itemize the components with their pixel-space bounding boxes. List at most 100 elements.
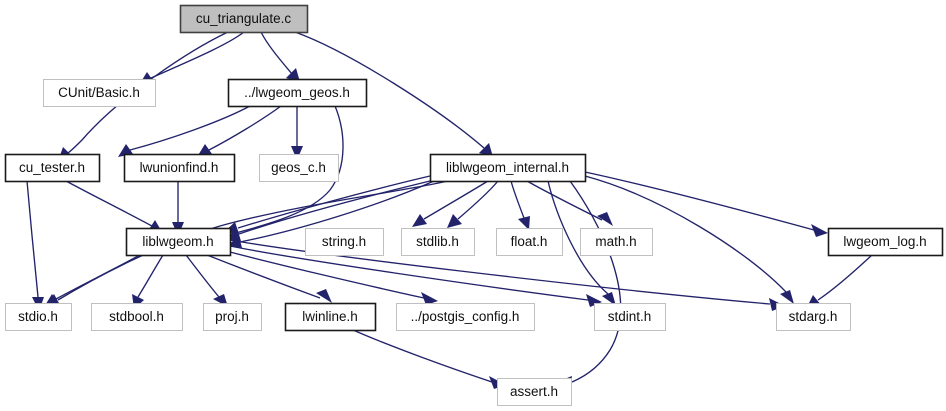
arrowhead-icon xyxy=(811,224,828,237)
node-label: ../lwgeom_geos.h xyxy=(244,85,350,100)
node-label: geos_c.h xyxy=(271,160,326,175)
node-box[interactable] xyxy=(203,303,262,331)
edge-liblwgeom_internal-to-stdarg_h xyxy=(584,175,794,304)
node-box[interactable] xyxy=(580,228,653,256)
arrowhead-icon xyxy=(518,216,530,230)
node-box[interactable] xyxy=(43,79,156,107)
arrowhead-icon xyxy=(602,292,616,306)
graph-node-stdio_h[interactable]: stdio.h xyxy=(5,303,72,331)
node-box[interactable] xyxy=(91,303,183,331)
edge-liblwgeom_internal-to-stdlib_h xyxy=(447,180,499,228)
edge-line xyxy=(231,105,344,235)
edge-line xyxy=(129,105,251,151)
node-box[interactable] xyxy=(496,228,563,256)
arrowhead-icon xyxy=(316,289,332,303)
graph-node-stdarg_h[interactable]: stdarg.h xyxy=(776,303,851,331)
graph-node-cu_tester[interactable]: cu_tester.h xyxy=(4,153,101,183)
node-box[interactable] xyxy=(594,303,666,331)
node-box[interactable] xyxy=(401,228,475,256)
node-label: cu_tester.h xyxy=(19,160,85,175)
edge-line xyxy=(584,171,815,231)
graph-node-liblwgeom[interactable]: liblwgeom.h xyxy=(125,227,232,257)
edge-line xyxy=(26,180,39,298)
node-label: stdlib.h xyxy=(416,234,459,249)
graph-node-stdint_h[interactable]: stdint.h xyxy=(594,303,666,331)
edge-liblwgeom-to-stdint_h xyxy=(229,245,602,307)
edge-liblwgeom-to-proj_h xyxy=(185,254,228,307)
node-box[interactable] xyxy=(259,154,339,182)
edge-liblwgeom_internal-to-stdint_h xyxy=(547,180,616,306)
edge-lwgeom_geos-to-geos_c xyxy=(291,106,303,160)
edge-line xyxy=(238,180,431,235)
graph-node-lwinline[interactable]: lwinline.h xyxy=(284,302,377,332)
arrowhead-icon xyxy=(447,214,462,228)
edge-line xyxy=(137,254,164,298)
edge-line xyxy=(547,180,609,295)
edge-liblwgeom_internal-to-lwgeom_log xyxy=(584,171,828,237)
node-box[interactable] xyxy=(123,153,236,183)
node-label: stdio.h xyxy=(18,309,58,324)
graph-node-cunit_basic[interactable]: CUnit/Basic.h xyxy=(43,79,156,107)
edge-line xyxy=(229,239,771,305)
graph-node-lwgeom_geos[interactable]: ../lwgeom_geos.h xyxy=(227,78,368,108)
node-label: liblwgeom.h xyxy=(142,234,213,249)
node-box[interactable] xyxy=(179,4,309,34)
graph-node-assert_h[interactable]: assert.h xyxy=(497,378,572,406)
graph-node-stdbool_h[interactable]: stdbool.h xyxy=(91,303,183,331)
arrowhead-icon xyxy=(291,146,303,160)
graph-node-lwunionfind[interactable]: lwunionfind.h xyxy=(123,153,236,183)
edge-line xyxy=(229,245,589,301)
edge-line xyxy=(185,254,220,298)
node-box[interactable] xyxy=(227,78,368,108)
graph-node-string_h[interactable]: string.h xyxy=(305,228,384,256)
edge-lwgeom_geos-to-cu_tester xyxy=(118,105,251,157)
node-box[interactable] xyxy=(396,303,535,331)
node-label: lwinline.h xyxy=(302,309,358,324)
node-label: liblwgeom_internal.h xyxy=(446,160,569,175)
edge-line xyxy=(239,180,435,243)
edge-line xyxy=(237,175,431,229)
edge-lwgeom_geos-to-lwunionfind xyxy=(197,105,282,157)
graph-node-postgis_config[interactable]: ../postgis_config.h xyxy=(396,303,535,331)
graph-node-geos_c[interactable]: geos_c.h xyxy=(259,154,339,182)
arrowhead-icon xyxy=(597,212,613,226)
node-box[interactable] xyxy=(305,228,384,256)
edge-cu_triangulate-to-liblwgeom_internal xyxy=(294,31,493,157)
edge-liblwgeom_internal-to-float_h xyxy=(510,180,530,230)
node-label: lwunionfind.h xyxy=(140,160,219,175)
edge-line xyxy=(150,31,245,79)
graph-node-liblwgeom_internal[interactable]: liblwgeom_internal.h xyxy=(429,153,587,183)
node-label: assert.h xyxy=(510,384,558,399)
edge-line xyxy=(208,105,282,151)
node-label: ../postgis_config.h xyxy=(411,309,520,324)
edge-cu_tester-to-liblwgeom xyxy=(65,180,162,232)
edge-line xyxy=(229,251,425,299)
node-box[interactable] xyxy=(429,153,587,183)
edge-line xyxy=(67,31,229,154)
node-label: float.h xyxy=(511,234,548,249)
node-box[interactable] xyxy=(5,303,72,331)
node-box[interactable] xyxy=(827,227,944,257)
node-box[interactable] xyxy=(776,303,851,331)
graph-node-cu_triangulate[interactable]: cu_triangulate.c xyxy=(179,4,309,34)
edge-liblwgeom_internal-to-assert_h xyxy=(557,180,622,389)
node-box[interactable] xyxy=(284,302,377,332)
edge-cu_tester-to-stdio_h xyxy=(26,180,44,311)
edge-liblwgeom-to-lwinline xyxy=(206,254,332,303)
node-box[interactable] xyxy=(4,153,101,183)
node-label: proj.h xyxy=(215,309,249,324)
graph-node-proj_h[interactable]: proj.h xyxy=(203,303,262,331)
graph-node-lwgeom_log[interactable]: lwgeom_log.h xyxy=(827,227,944,257)
edge-line xyxy=(457,180,499,220)
graph-node-stdlib_h[interactable]: stdlib.h xyxy=(401,228,475,256)
graph-node-float_h[interactable]: float.h xyxy=(496,228,563,256)
node-box[interactable] xyxy=(497,378,572,406)
arrowhead-icon xyxy=(286,68,300,82)
graph-node-math_h[interactable]: math.h xyxy=(580,228,653,256)
node-box[interactable] xyxy=(125,227,232,257)
edge-line xyxy=(206,254,321,299)
node-label: CUnit/Basic.h xyxy=(58,85,140,100)
edge-line xyxy=(55,254,141,300)
